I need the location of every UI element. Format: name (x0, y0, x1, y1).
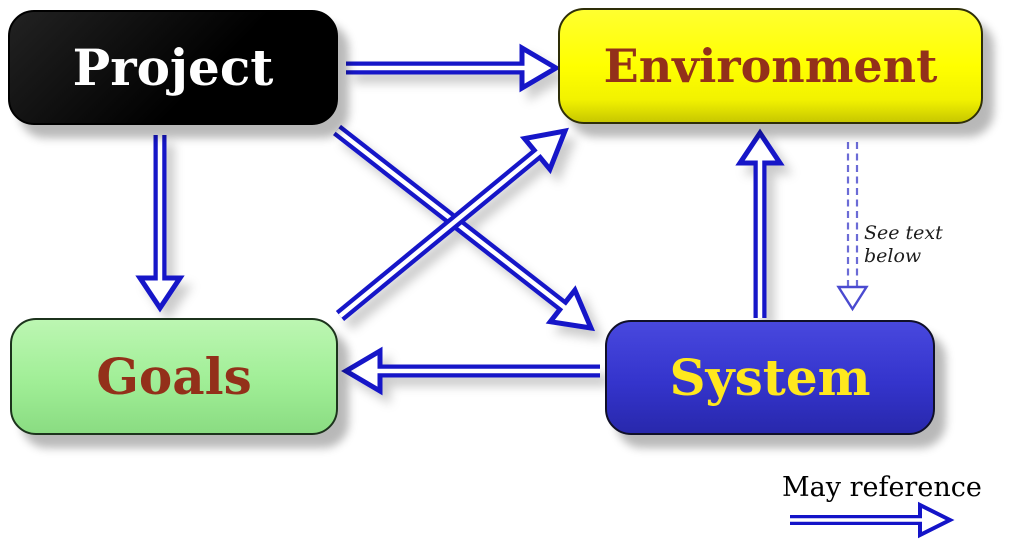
legend-arrow (790, 501, 955, 539)
node-system: System (605, 320, 935, 435)
node-environment: Environment (558, 8, 983, 124)
arrow-project-to-goals (135, 135, 185, 313)
arrow-system-to-environment (735, 128, 785, 318)
legend-label: May reference (782, 472, 982, 503)
node-goals-label: Goals (96, 346, 252, 406)
arrow-environment-to-system-dashed (836, 142, 869, 312)
node-project-label: Project (72, 37, 274, 97)
node-environment-label: Environment (603, 39, 938, 93)
node-system-label: System (669, 347, 871, 407)
dashed-arrow-note: See text below (864, 222, 943, 268)
node-project: Project (8, 10, 338, 125)
arrow-goals-to-environment (335, 127, 569, 322)
node-goals: Goals (10, 318, 338, 435)
arrow-system-to-goals (341, 346, 600, 396)
arrow-project-to-environment (346, 43, 561, 93)
